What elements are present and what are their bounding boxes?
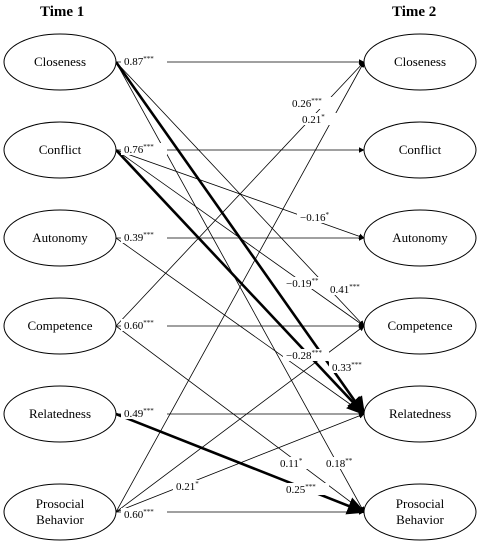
node-label: Closeness (34, 54, 86, 69)
node-label: Prosocial (396, 496, 445, 511)
node-ellipse (363, 297, 477, 355)
node-label: Closeness (394, 54, 446, 69)
coef-bg (121, 319, 167, 331)
node-t2-conflict: Conflict (363, 121, 477, 179)
path-autonomy-to-relatedness (115, 237, 365, 415)
path-prosocial-to-closeness (115, 61, 365, 513)
node-label: Conflict (399, 142, 442, 157)
coef-label: 0.18** (326, 457, 353, 470)
node-t1-closeness: Closeness (3, 33, 117, 91)
coef-bg (283, 349, 329, 361)
coef-label: −0.19** (286, 277, 319, 290)
coef-label: 0.11* (280, 457, 303, 470)
coef-bg (277, 457, 323, 469)
time2-heading: Time 2 (392, 4, 437, 20)
coef-label: 0.49*** (124, 407, 154, 420)
node-t2-autonomy: Autonomy (363, 209, 477, 267)
coef-label: 0.21* (176, 480, 199, 493)
node-t2-closeness: Closeness (363, 33, 477, 91)
coef-bg (121, 508, 167, 520)
node-ellipse (363, 121, 477, 179)
coef-bg (289, 97, 335, 109)
node-ellipse (3, 209, 117, 267)
coef-bg (327, 283, 373, 295)
node-t2-competence: Competence (363, 297, 477, 355)
coef-label: 0.25*** (286, 483, 316, 496)
node-t1-competence: Competence (3, 297, 117, 355)
coef-label: 0.60*** (124, 508, 154, 521)
node-label: Autonomy (392, 230, 448, 245)
node-ellipse (3, 385, 117, 443)
node-t1-conflict: Conflict (3, 121, 117, 179)
node-ellipse (3, 121, 117, 179)
node-label: Behavior (36, 512, 84, 527)
coef-bg (299, 113, 345, 125)
coef-label: 0.33*** (332, 361, 362, 374)
node-t1-relatedness: Relatedness (3, 385, 117, 443)
node-ellipse (3, 483, 117, 541)
coef-bg (297, 211, 343, 223)
coef-label: −0.28*** (286, 349, 322, 362)
node-ellipse (3, 33, 117, 91)
node-label: Autonomy (32, 230, 88, 245)
coef-bg (283, 483, 329, 495)
node-ellipse (363, 385, 477, 443)
node-ellipse (363, 483, 477, 541)
node-label: Competence (388, 318, 453, 333)
node-label: Competence (28, 318, 93, 333)
coef-bg (323, 457, 369, 469)
coef-bg (121, 407, 167, 419)
coef-bg (121, 231, 167, 243)
node-label: Relatedness (29, 406, 91, 421)
node-ellipse (3, 297, 117, 355)
node-t1-autonomy: Autonomy (3, 209, 117, 267)
coef-bg (329, 361, 375, 373)
coef-bg (121, 143, 167, 155)
coef-bg (283, 277, 329, 289)
path-prosocial-to-relatedness (115, 413, 365, 513)
path-conflict-to-relatedness (115, 149, 366, 416)
coef-label: 0.26*** (292, 97, 322, 110)
node-ellipse (363, 209, 477, 267)
node-label: Prosocial (36, 496, 85, 511)
node-label: Relatedness (389, 406, 451, 421)
coef-label: 0.87*** (124, 55, 154, 68)
coef-label: 0.76*** (124, 143, 154, 156)
coef-label: 0.60*** (124, 319, 154, 332)
coef-bg (121, 55, 167, 67)
node-t2-relatedness: Relatedness (363, 385, 477, 443)
node-ellipse (363, 33, 477, 91)
node-label: Conflict (39, 142, 82, 157)
node-label: Behavior (396, 512, 444, 527)
coef-bg (173, 480, 219, 492)
coef-label: −0.16* (300, 211, 329, 224)
coef-label: 0.41*** (330, 283, 360, 296)
coef-label: 0.39*** (124, 231, 154, 244)
coef-label: 0.21* (302, 113, 325, 126)
time1-heading: Time 1 (40, 4, 85, 20)
